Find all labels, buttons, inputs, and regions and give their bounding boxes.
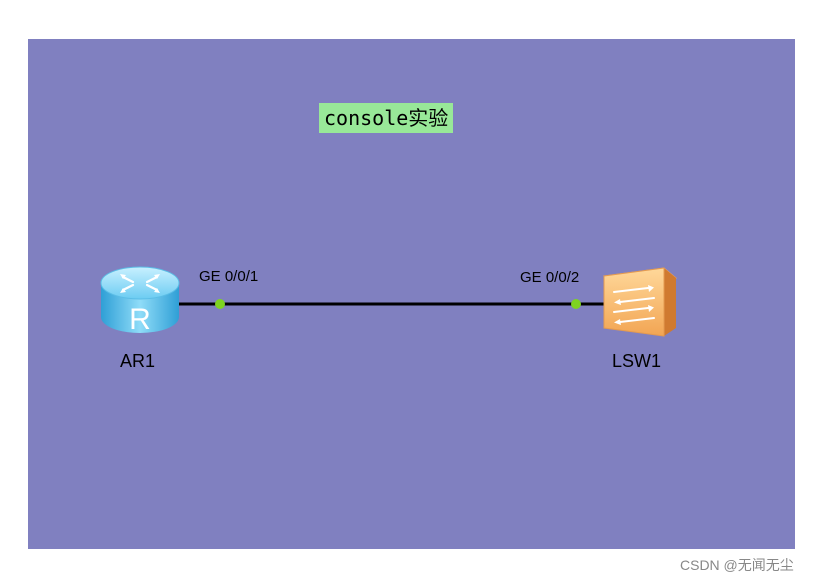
port-label-left: GE 0/0/1 [199, 268, 259, 285]
switch-icon[interactable] [596, 266, 680, 340]
canvas-title-label[interactable]: console实验 [319, 103, 454, 133]
router-icon[interactable]: R [99, 263, 181, 337]
svg-text:R: R [129, 303, 151, 336]
port-indicator-left [215, 299, 225, 309]
watermark: CSDN @无闻无尘 [680, 557, 794, 573]
device-label-lsw1: LSW1 [612, 351, 662, 371]
device-label-ar1: AR1 [120, 351, 156, 371]
port-indicator-right [571, 299, 581, 309]
port-label-right: GE 0/0/2 [520, 269, 580, 286]
